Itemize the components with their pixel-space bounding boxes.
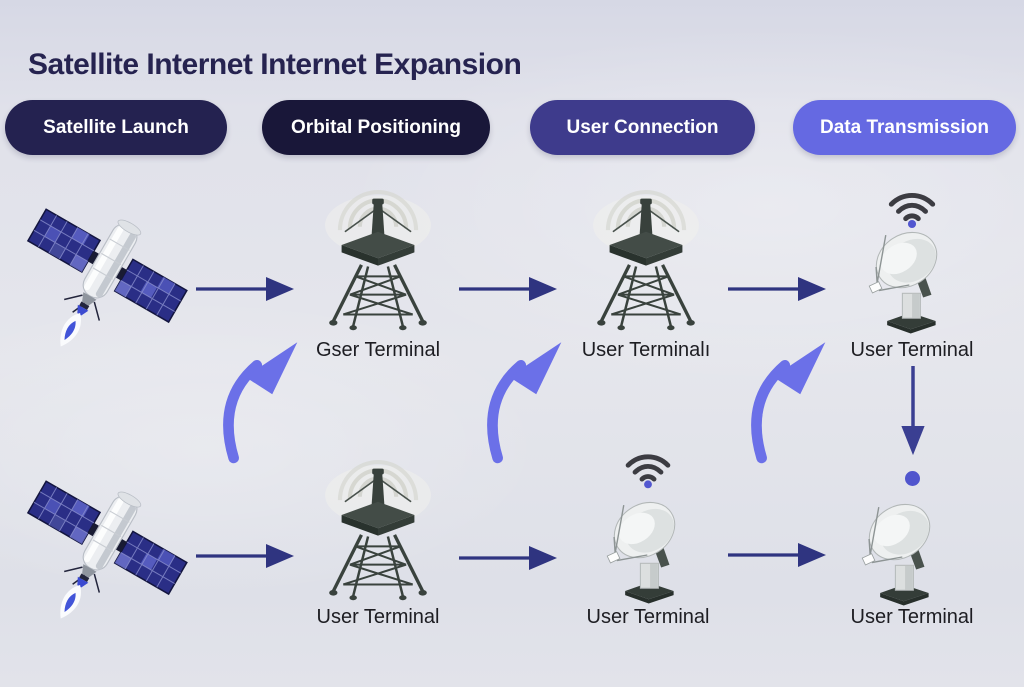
arrow-right-icon [196,541,296,571]
stage-pill-label: Satellite Launch [43,116,189,138]
signal-tower-icon [320,189,436,336]
signal-tower-icon [320,459,436,606]
satellite-dish-icon [858,496,948,606]
curved-arrow-icon [223,340,306,464]
stage-pill-label: Data Transmission [820,116,989,138]
node-label-user-terminal-r2c4: User Terminal [850,606,974,628]
curved-arrow-icon [751,340,834,464]
stage-pill-orbital-positioning: Orbital Positioning [262,100,490,155]
satellite-icon [12,198,202,365]
curved-arrow-icon [487,340,570,464]
arrow-right-icon [196,274,296,304]
satellite-dish-icon [603,494,693,604]
arrow-right-icon [728,540,828,570]
connector-dot-icon [905,471,920,486]
signal-tower-icon [588,189,704,336]
node-label-user-terminal-r1c3: User Terminalı [581,339,711,361]
stage-pill-user-connection: User Connection [530,100,755,155]
page-title: Satellite Internet Internet Expansion [28,48,522,81]
node-label-user-terminal-r2c3: User Terminal [586,606,710,628]
wifi-icon [622,446,674,489]
arrow-right-icon [728,274,828,304]
satellite-dish-icon [865,224,955,334]
arrow-down-icon [898,366,928,458]
satellite-icon [12,470,202,637]
node-label-user-terminal-r1c4: User Terminal [850,339,974,361]
wifi-icon [885,184,939,229]
stage-pill-label: Orbital Positioning [291,116,461,138]
stage-pill-label: User Connection [566,116,719,138]
stage-pill-data-transmission: Data Transmission [793,100,1016,155]
node-label-ground-terminal-1: Gser Terminal [315,339,441,361]
arrow-right-icon [459,543,559,573]
stage-pill-satellite-launch: Satellite Launch [5,100,227,155]
node-label-user-terminal-r2c2: User Terminal [316,606,440,628]
arrow-right-icon [459,274,559,304]
